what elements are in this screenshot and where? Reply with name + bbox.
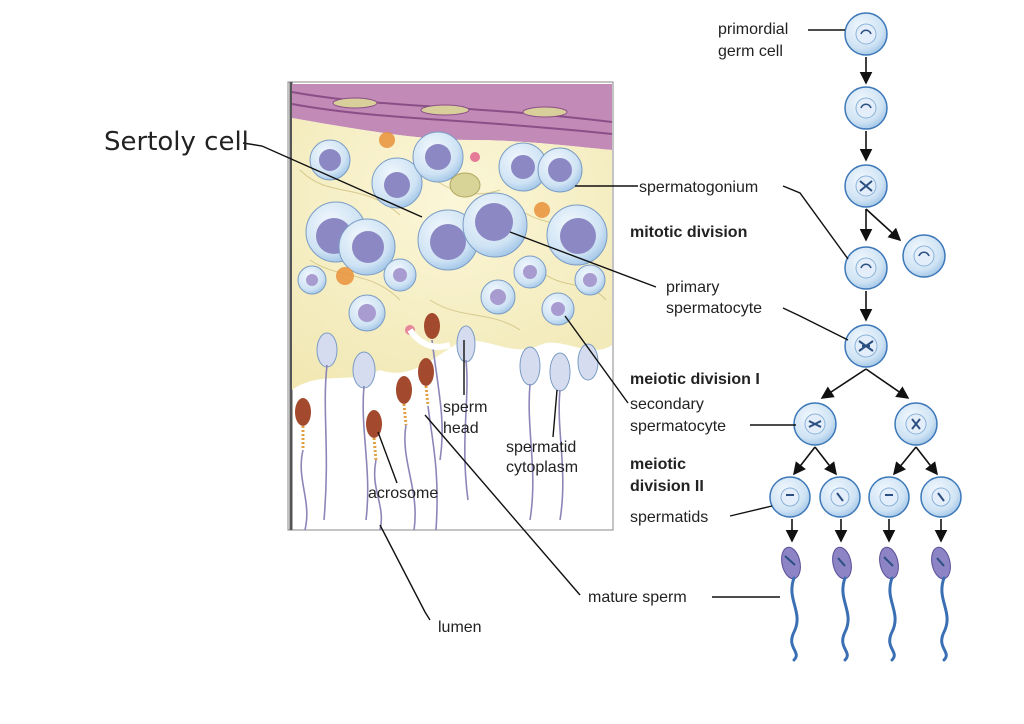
seminiferous-tubule-section [287,81,614,531]
acrosome-label: acrosome [368,485,438,502]
sperm-head-label-line2: head [443,420,479,437]
cell [462,192,528,258]
spermatids-label: spermatids [630,509,708,526]
mature-sperm-icon [832,546,852,662]
meiotic-division-1-label: meiotic division I [630,371,760,388]
cell [348,294,386,332]
cell [309,139,351,181]
cell [537,147,583,193]
cell [371,157,423,209]
mitotic-division-label: mitotic division [630,224,747,241]
mature-sperm-label: mature sperm [588,589,687,606]
cell [338,218,396,276]
secondary-spermatocyte-icon [793,402,837,446]
sperm-head-label-line1: sperm [443,399,487,416]
cell [513,255,547,289]
spermatogenesis-progression [769,12,962,662]
mature-sperm-icon [879,546,899,662]
germ-cell-icon [844,86,888,130]
cell [546,204,608,266]
mature-sperm-icon [781,546,801,662]
primary-spermatocyte-stage-icon [844,246,888,290]
spermatogonium-label: spermatogonium [639,179,758,196]
cell [574,264,606,296]
spermatid-cytoplasm-label-line1: spermatid [506,439,576,456]
spermatid-cytoplasm-label-line2: cytoplasm [506,459,578,476]
spermatid-icon [769,476,811,518]
spermatogonium-daughter-icon [902,234,946,278]
mature-sperm-icon [931,546,951,662]
spermatogonium-icon [844,164,888,208]
sertoly-cell-label: Sertoly cell [104,127,249,157]
spermatids-in-tubule [295,313,599,531]
secondary-spermatocyte-icon [894,402,938,446]
spermatid-icon [819,476,861,518]
spermatid-icon [920,476,962,518]
cell [297,265,327,295]
cell [412,131,464,183]
leader-lines [242,29,849,621]
spermatid-icon [868,476,910,518]
germ-cells [297,131,608,335]
primary-spermatocyte-label-line2: spermatocyte [666,300,762,317]
cell [541,292,575,326]
secondary-spermatocyte-label-line1: secondary [630,396,704,413]
primordial-label-line1: primordial [718,21,788,38]
lumen-label: lumen [438,619,482,636]
meiotic-division-2-label-line1: meiotic [630,456,686,473]
primordial-germ-cell-icon [844,12,888,56]
primordial-label-line2: germ cell [718,43,783,60]
primary-spermatocyte-icon [844,324,888,368]
cell [498,142,548,192]
cell [480,279,516,315]
acrosome-cap [295,398,311,426]
meiotic-division-2-label-line2: division II [630,478,704,495]
primary-spermatocyte-label-line1: primary [666,279,719,296]
secondary-spermatocyte-label-line2: spermatocyte [630,418,726,435]
labels: Sertoly cell primordial germ cell sperma… [104,21,788,636]
sertoli-nucleus [449,172,481,198]
cell [383,258,417,292]
